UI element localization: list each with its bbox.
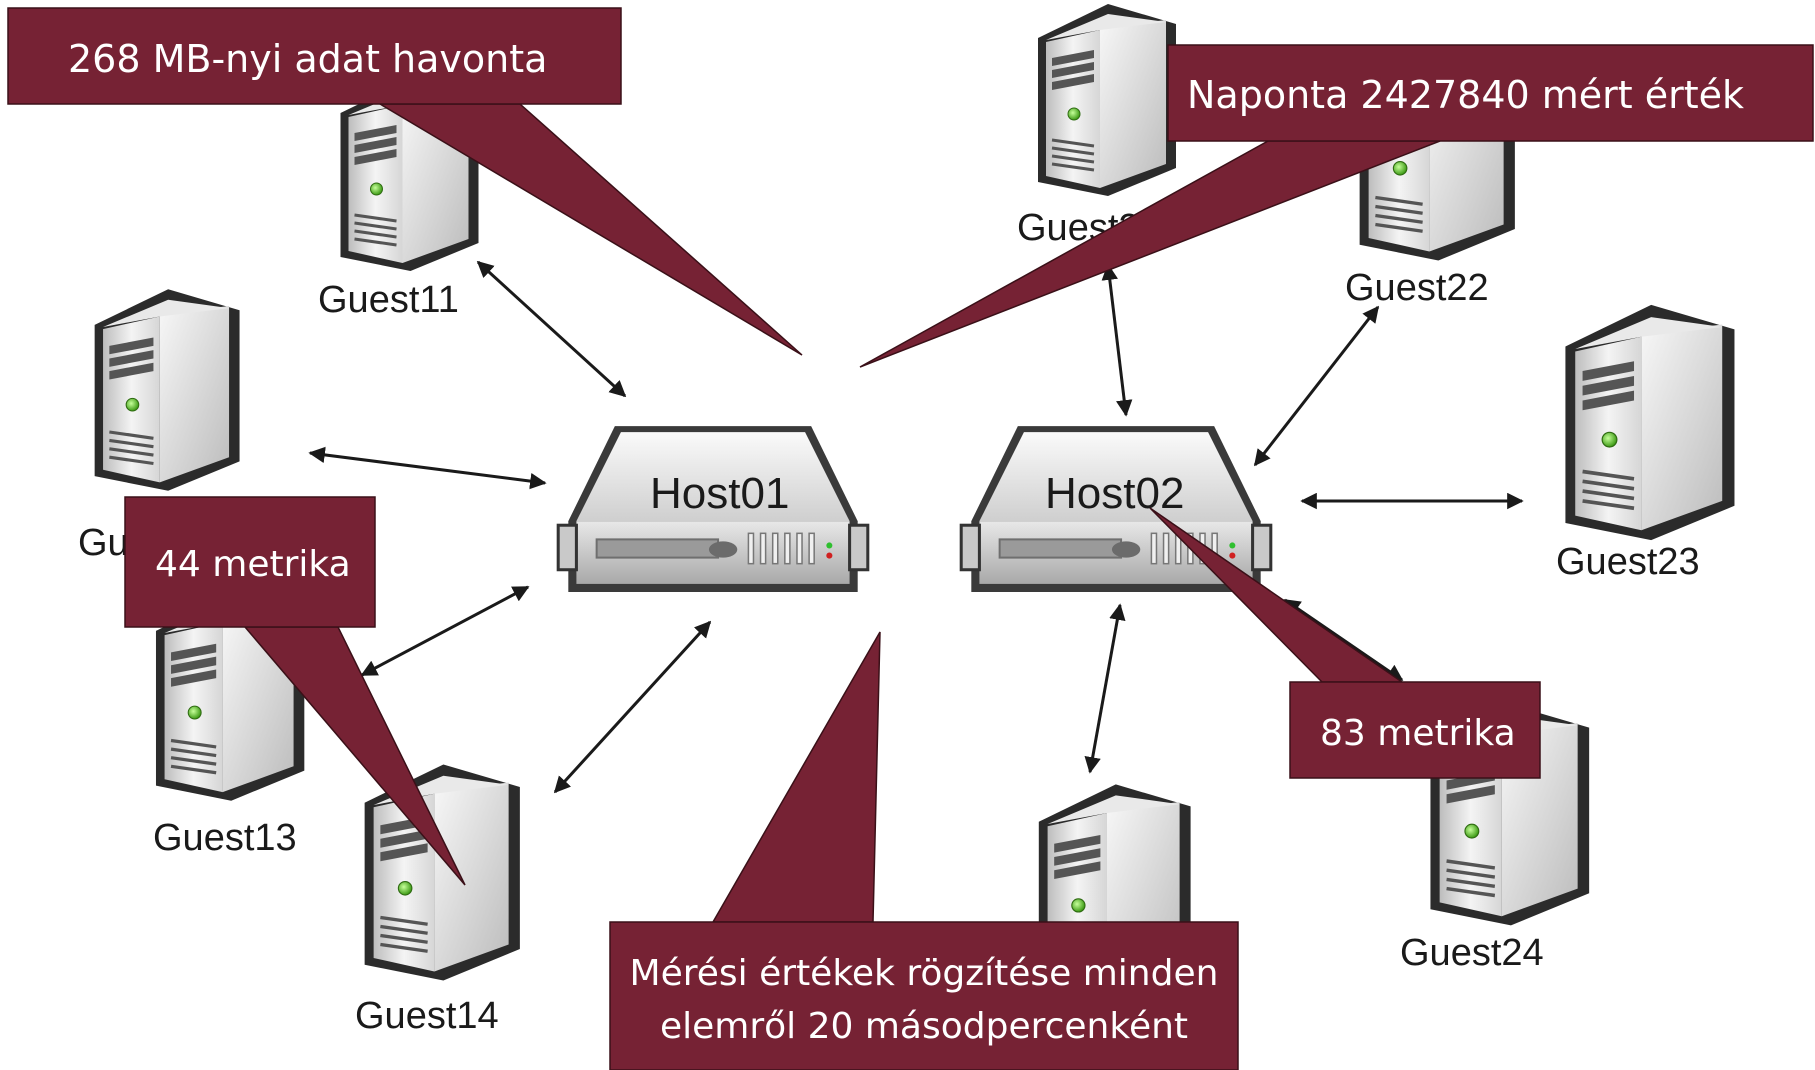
host02-node: Host02: [959, 424, 1273, 592]
tower-server-icon: [1563, 303, 1737, 542]
callout-metrics-guest: 44 metrika: [124, 496, 466, 886]
host01-label: Host01: [650, 469, 789, 518]
guest24-node: Guest24: [1400, 702, 1592, 974]
guest22-label: Guest22: [1345, 267, 1489, 309]
callout-metrics-host-text: 83 metrika: [1320, 713, 1516, 754]
connection-arrows: [308, 260, 1524, 794]
callout-recording-line1: Mérési értékek rögzítése minden: [630, 953, 1219, 994]
callout-recording: Mérési értékek rögzítése minden elemről …: [609, 631, 1239, 1070]
tower-server-icon: [1036, 2, 1178, 198]
double-arrow-icon: [360, 585, 530, 677]
guest13-node: Guest13: [153, 592, 307, 859]
host02-label: Host02: [1045, 469, 1184, 518]
double-arrow-icon: [476, 260, 627, 398]
double-arrow-icon: [1283, 598, 1404, 682]
guest11-label: Guest11: [318, 279, 459, 321]
double-arrow-icon: [1253, 305, 1380, 467]
guest24-label: Guest24: [1400, 932, 1544, 974]
guest11-node: Guest11: [318, 77, 481, 321]
callout-data-volume-text: 268 MB-nyi adat havonta: [68, 37, 547, 81]
double-arrow-icon: [553, 620, 712, 794]
callout-recording-line2: elemről 20 másodpercenként: [660, 1006, 1188, 1047]
tower-server-icon: [362, 762, 522, 983]
callout-metrics-guest-text: 44 metrika: [155, 544, 351, 585]
guest23-node: Guest23: [1556, 303, 1737, 583]
guest12-label: Gu: [78, 522, 129, 564]
host01-node: Host01: [556, 424, 870, 592]
guest14-node: Guest14: [355, 762, 522, 1037]
callout-daily-values-text: Naponta 2427840 mért érték: [1187, 73, 1744, 117]
callout-data-volume: 268 MB-nyi adat havonta: [7, 7, 803, 356]
callout-metrics-host: 83 metrika: [1149, 507, 1541, 779]
guest12-node: Gu: [78, 287, 242, 564]
guest14-label: Guest14: [355, 995, 499, 1037]
double-arrow-icon: [308, 446, 547, 490]
guest22-node: Guest22: [1345, 42, 1517, 309]
callout-daily-values: Naponta 2427840 mért érték: [859, 44, 1814, 368]
guest23-label: Guest23: [1556, 541, 1700, 583]
tower-server-icon: [92, 287, 242, 493]
double-arrow-icon: [1101, 263, 1133, 417]
double-arrow-icon: [1084, 603, 1126, 774]
guest13-label: Guest13: [153, 817, 297, 859]
